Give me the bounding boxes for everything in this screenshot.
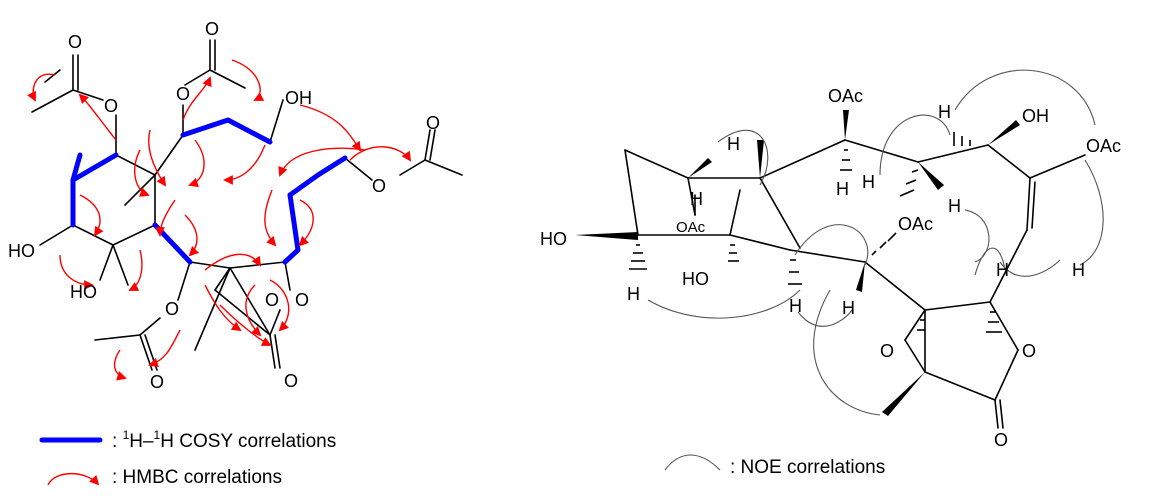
left-o-bottom-carbonyl: O (150, 372, 164, 392)
right-structure: OAc OAc OAc OAc OH HO HO O O O H H H H H… (540, 69, 1121, 450)
right-atom-labels: OAc OAc OAc OAc OH HO HO O O O H H H H H… (540, 86, 1121, 450)
right-skeleton-bonds (624, 139, 1086, 429)
right-h-6: H (948, 196, 961, 216)
right-ho-left: HO (540, 229, 567, 249)
right-h-2: H (627, 284, 640, 304)
left-o-top-left-carbonyl: O (68, 32, 82, 52)
right-h-9: H (996, 260, 1009, 280)
right-wedges (575, 110, 1020, 416)
right-oac-top: OAc (828, 86, 863, 106)
left-o-top-mid-ester: O (176, 84, 190, 104)
right-h-8: H (842, 298, 855, 318)
left-ho-left: HO (8, 241, 35, 261)
right-o-lactone: O (1022, 341, 1036, 361)
legend-cosy-text: : 1H–1H COSY correlations (112, 428, 336, 452)
left-o-lactone-ring: O (265, 290, 279, 310)
right-h-3: H (836, 179, 849, 199)
left-o-lactone-carbonyl: O (284, 371, 298, 391)
legend-hmbc-text: : HMBC correlations (112, 467, 282, 488)
right-h-5: H (938, 102, 951, 122)
right-oac-inner: OAc (676, 219, 706, 236)
left-o-top-left-ester: O (104, 96, 118, 116)
right-o-epoxide: O (880, 341, 894, 361)
legend-noe-text: : NOE correlations (730, 457, 885, 478)
left-hmbc-arrows (27, 59, 412, 381)
left-o-right-ester: O (372, 176, 386, 196)
left-ho-bottom: HO (70, 282, 97, 302)
right-h-11: H (690, 189, 703, 209)
left-atom-labels: O O O O OH HO HO O O O O O O O (8, 19, 440, 392)
right-ho-inner: HO (682, 269, 709, 289)
legend-noe-swatch (664, 454, 721, 471)
legend-left: : 1H–1H COSY correlations : HMBC correla… (39, 428, 336, 488)
right-oh-top: OH (1022, 106, 1049, 126)
right-h-10: H (1072, 260, 1085, 280)
right-h-4: H (862, 172, 875, 192)
left-o-bottom-ester: O (165, 299, 179, 319)
right-h-1: H (727, 134, 740, 154)
right-noe-arcs (647, 69, 1104, 416)
left-o-lactone-ring2: O (295, 290, 309, 310)
left-structure: O O O O OH HO HO O O O O O O O (8, 19, 463, 392)
left-cosy-bonds (70, 117, 348, 265)
left-skeleton-bonds (31, 39, 463, 371)
right-oac-right: OAc (1086, 136, 1121, 156)
legend-hmbc-swatch (47, 473, 100, 486)
left-o-right-carbonyl: O (426, 113, 440, 133)
right-oac-mid: OAc (898, 214, 933, 234)
right-o-carbonyl: O (994, 430, 1008, 450)
legend-right: : NOE correlations (664, 454, 885, 478)
left-o-top-mid-carbonyl: O (205, 19, 219, 39)
right-hashed-bonds (629, 132, 1002, 333)
left-oh-top: OH (285, 88, 312, 108)
right-h-7: H (789, 296, 802, 316)
